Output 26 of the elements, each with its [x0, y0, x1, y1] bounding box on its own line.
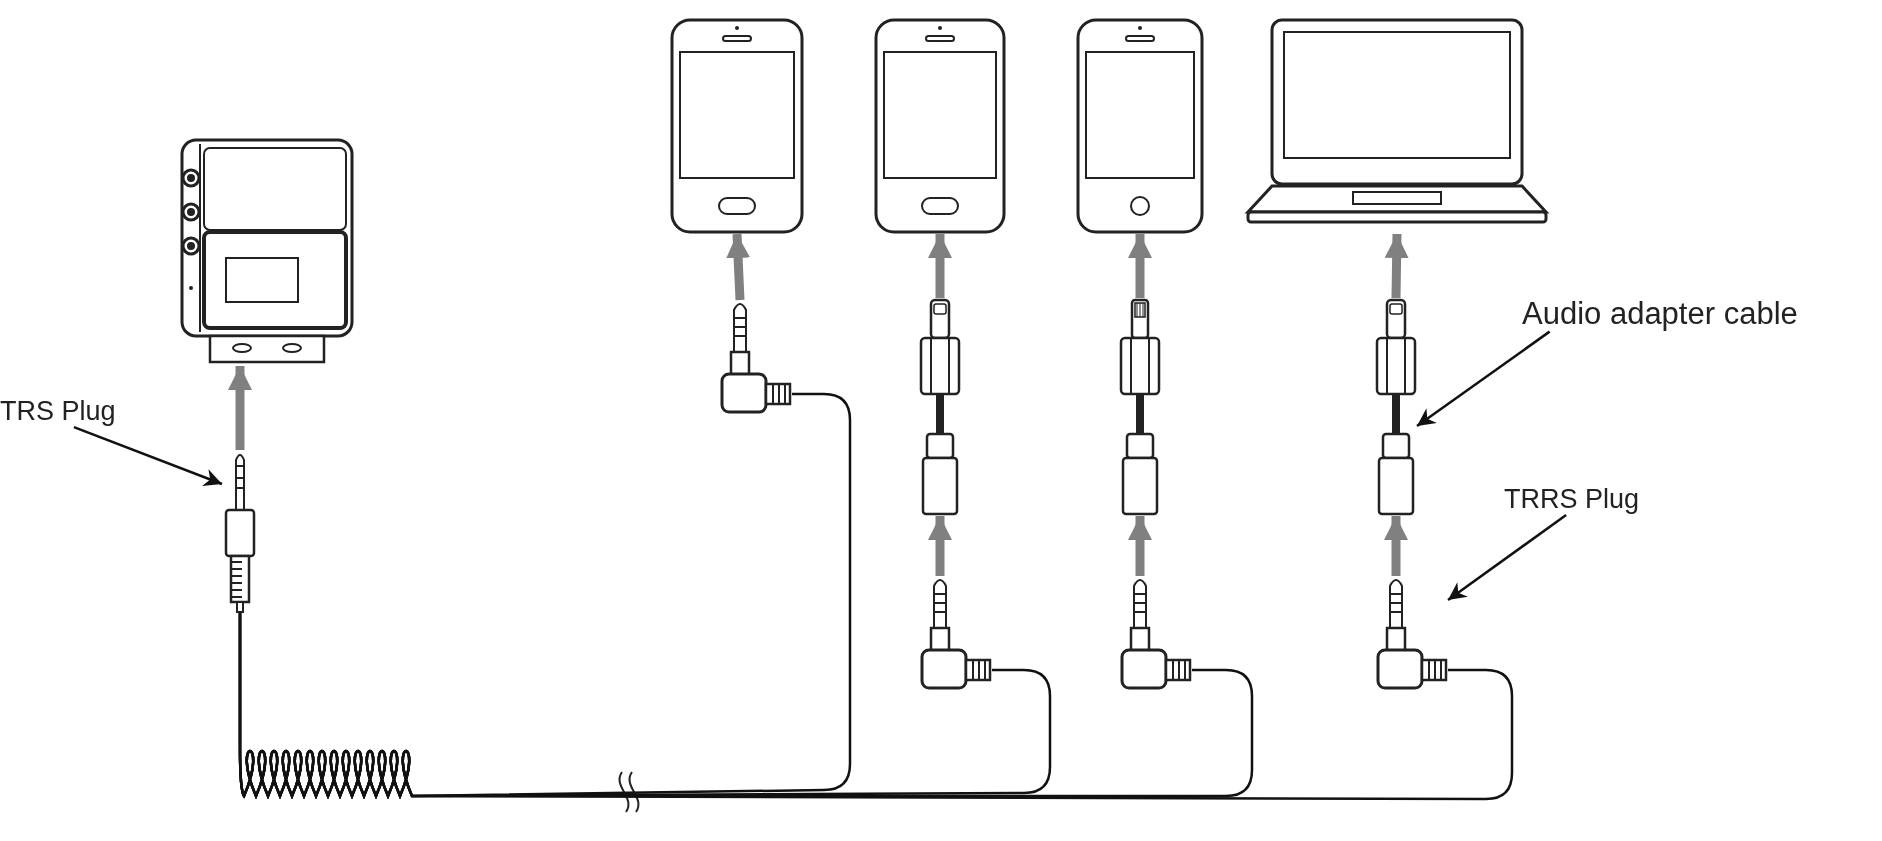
receiver-drawing	[180, 138, 354, 366]
callout-label: TRRS Plug	[1504, 484, 1640, 516]
adapter-cable-drawing	[1375, 298, 1417, 516]
callout-label: Audio adapter cable	[1522, 296, 1798, 332]
connection-arrow	[1384, 233, 1409, 299]
smartphone-drawing	[1076, 18, 1204, 234]
connection-arrow	[928, 516, 952, 576]
smartphone-drawing	[670, 18, 804, 234]
smartphone-drawing	[874, 18, 1006, 234]
right-angle-plug-drawing	[1376, 576, 1448, 690]
connection-arrow	[928, 234, 952, 298]
right-angle-plug-drawing	[1120, 576, 1192, 690]
connection-arrow	[228, 366, 252, 450]
cable	[238, 612, 1514, 801]
adapter-cable-drawing	[919, 298, 961, 516]
connection-arrow	[1128, 234, 1152, 298]
leader-line	[1447, 514, 1567, 601]
leader-line	[1416, 330, 1551, 427]
leader-line	[73, 425, 223, 486]
right-angle-plug-drawing	[720, 300, 792, 414]
callout-label: TRS Plug	[0, 396, 116, 428]
adapter-cable-drawing	[1119, 298, 1161, 516]
connection-arrow	[1128, 516, 1152, 576]
connection-arrow	[726, 233, 751, 301]
connection-arrow	[1384, 516, 1408, 576]
right-angle-plug-drawing	[920, 576, 992, 690]
